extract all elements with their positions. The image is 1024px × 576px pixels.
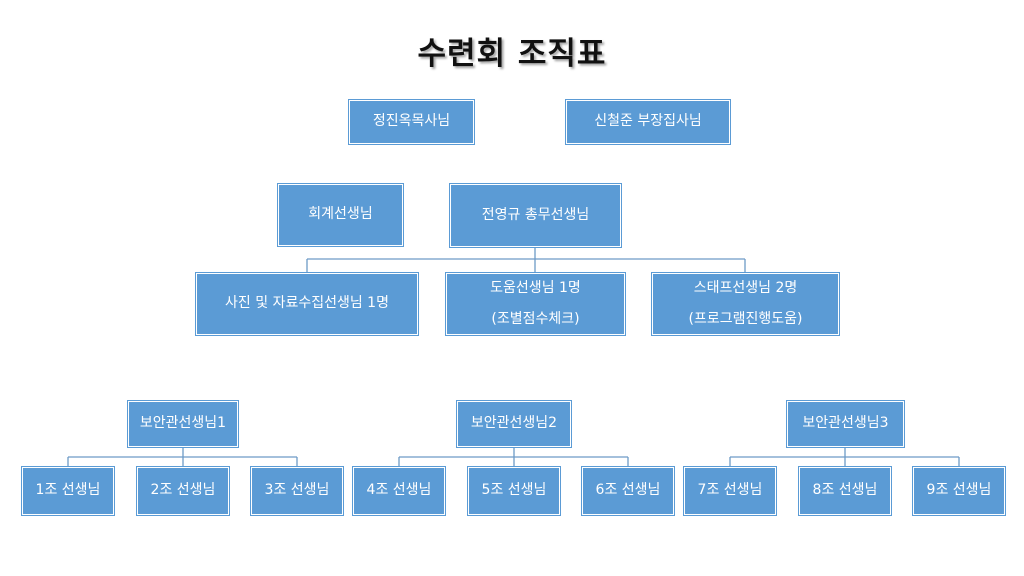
box-group-2: 2조 선생님 [136,466,230,516]
box-group-4: 4조 선생님 [352,466,446,516]
box-pastor-label: 정진옥목사님 [372,113,451,130]
box-security-2: 보안관선생님2 [456,400,572,448]
team-helper-label: 도움선생님 1명 [490,279,581,296]
security-3-label: 보안관선생님3 [802,415,889,432]
box-general-affairs-label: 전영규 총무선생님 [481,206,590,223]
group-5-label: 5조 선생님 [481,482,547,499]
group-8-label: 8조 선생님 [812,482,878,499]
box-group-3: 3조 선생님 [250,466,344,516]
group-6-label: 6조 선생님 [595,482,661,499]
security-1-label: 보안관선생님1 [139,415,227,432]
group-2-label: 2조 선생님 [150,482,216,499]
group-7-label: 7조 선생님 [697,482,763,499]
box-team-helper: 도움선생님 1명 (조별점수체크) [445,272,626,336]
box-security-1: 보안관선생님1 [127,400,239,448]
group-3-label: 3조 선생님 [264,482,330,499]
team-staff-sublabel: (프로그램진행도움) [688,311,803,327]
org-chart-title: 수련회 조직표 [417,36,607,72]
box-security-3: 보안관선생님3 [786,400,905,448]
team-helper-sublabel: (조별점수체크) [491,311,580,327]
group-4-label: 4조 선생님 [366,482,432,499]
box-deputy-deacon-label: 신철준 부장집사님 [594,113,702,130]
box-group-9: 9조 선생님 [912,466,1006,516]
box-deputy-deacon: 신철준 부장집사님 [565,99,731,145]
security-2-label: 보안관선생님2 [470,415,558,432]
box-group-1: 1조 선생님 [21,466,115,516]
box-team-staff: 스태프선생님 2명 (프로그램진행도움) [651,272,840,336]
box-accounting: 회계선생님 [277,183,404,247]
box-general-affairs: 전영규 총무선생님 [449,183,622,248]
box-group-5: 5조 선생님 [467,466,561,516]
group-1-label: 1조 선생님 [35,482,101,499]
group-9-label: 9조 선생님 [926,482,992,499]
box-team-photo: 사진 및 자료수집선생님 1명 [195,272,419,336]
box-group-7: 7조 선생님 [683,466,777,516]
box-group-6: 6조 선생님 [581,466,675,516]
box-group-8: 8조 선생님 [798,466,892,516]
team-staff-label: 스태프선생님 2명 [693,279,798,296]
team-photo-label: 사진 및 자료수집선생님 1명 [225,295,389,312]
box-pastor: 정진옥목사님 [348,99,475,145]
box-accounting-label: 회계선생님 [308,206,373,223]
